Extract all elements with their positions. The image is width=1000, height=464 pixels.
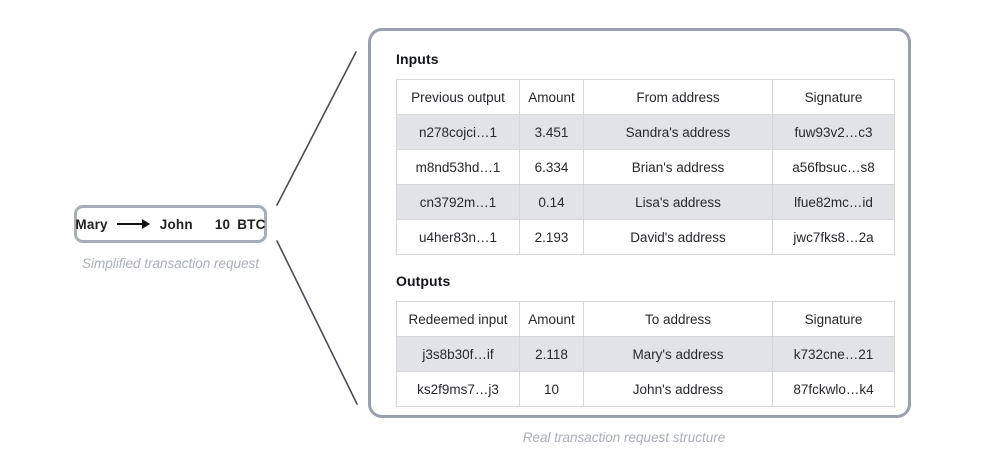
- cell-to-address: Mary's address: [583, 336, 773, 372]
- column-header-amount: Amount: [519, 301, 584, 337]
- transaction-amount: 10: [214, 216, 231, 232]
- connector-line-bottom: [276, 240, 358, 405]
- cell-signature: a56fbsuc…s8: [772, 149, 895, 185]
- simplified-caption: Simplified transaction request: [81, 256, 260, 271]
- cell-from-address: Brian's address: [583, 149, 773, 185]
- column-header-to-address: To address: [583, 301, 773, 337]
- simplified-transaction-box: Mary John 10 BTC: [74, 205, 267, 243]
- outputs-section-title: Outputs: [396, 273, 451, 289]
- column-header-signature: Signature: [772, 301, 895, 337]
- cell-signature: 87fckwlo…k4: [772, 371, 895, 407]
- right-arrow-icon: [116, 218, 151, 230]
- table-row: j3s8b30f…if 2.118 Mary's address k732cne…: [396, 336, 895, 372]
- recipient-name: John: [159, 216, 193, 232]
- table-header-row: Redeemed input Amount To address Signatu…: [396, 301, 895, 337]
- real-transaction-card: Inputs Previous output Amount From addre…: [368, 28, 911, 418]
- outputs-table: Redeemed input Amount To address Signatu…: [396, 301, 895, 407]
- cell-amount: 3.451: [519, 114, 584, 150]
- table-row: m8nd53hd…1 6.334 Brian's address a56fbsu…: [396, 149, 895, 185]
- cell-amount: 2.193: [519, 219, 584, 255]
- column-header-amount: Amount: [519, 79, 584, 115]
- cell-redeemed-input: j3s8b30f…if: [396, 336, 520, 372]
- real-structure-caption: Real transaction request structure: [522, 430, 726, 445]
- table-row: cn3792m…1 0.14 Lisa's address lfue82mc…i…: [396, 184, 895, 220]
- connector-line-top: [276, 51, 357, 206]
- cell-from-address: Lisa's address: [583, 184, 773, 220]
- transaction-currency: BTC: [237, 216, 266, 232]
- inputs-section-title: Inputs: [396, 51, 439, 67]
- sender-name: Mary: [75, 216, 108, 232]
- column-header-from-address: From address: [583, 79, 773, 115]
- cell-signature: jwc7fks8…2a: [772, 219, 895, 255]
- simplified-transaction-text: Mary John 10 BTC: [75, 217, 265, 232]
- cell-signature: k732cne…21: [772, 336, 895, 372]
- table-row: ks2f9ms7…j3 10 John's address 87fckwlo…k…: [396, 371, 895, 407]
- cell-signature: lfue82mc…id: [772, 184, 895, 220]
- table-row: n278cojci…1 3.451 Sandra's address fuw93…: [396, 114, 895, 150]
- cell-amount: 2.118: [519, 336, 584, 372]
- cell-to-address: John's address: [583, 371, 773, 407]
- column-header-redeemed-input: Redeemed input: [396, 301, 520, 337]
- cell-from-address: David's address: [583, 219, 773, 255]
- table-row: u4her83n…1 2.193 David's address jwc7fks…: [396, 219, 895, 255]
- cell-from-address: Sandra's address: [583, 114, 773, 150]
- cell-previous-output: u4her83n…1: [396, 219, 520, 255]
- cell-previous-output: cn3792m…1: [396, 184, 520, 220]
- inputs-table: Previous output Amount From address Sign…: [396, 79, 895, 255]
- cell-amount: 10: [519, 371, 584, 407]
- cell-signature: fuw93v2…c3: [772, 114, 895, 150]
- cell-amount: 6.334: [519, 149, 584, 185]
- cell-previous-output: m8nd53hd…1: [396, 149, 520, 185]
- cell-previous-output: n278cojci…1: [396, 114, 520, 150]
- column-header-signature: Signature: [772, 79, 895, 115]
- cell-redeemed-input: ks2f9ms7…j3: [396, 371, 520, 407]
- cell-amount: 0.14: [519, 184, 584, 220]
- table-header-row: Previous output Amount From address Sign…: [396, 79, 895, 115]
- column-header-previous-output: Previous output: [396, 79, 520, 115]
